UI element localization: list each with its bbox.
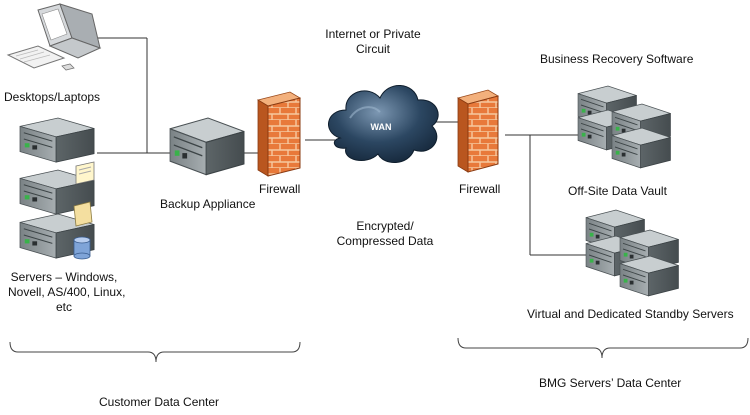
customer-servers-icon <box>19 117 95 260</box>
firewall-right-label: Firewall <box>459 182 501 196</box>
document-icon <box>75 161 95 185</box>
business-recovery-label: Business Recovery Software <box>540 52 694 66</box>
firewall-left-label: Firewall <box>259 182 301 196</box>
internet-label-line-2: Circuit <box>355 42 390 56</box>
desktop-icon <box>6 3 102 71</box>
offsite-vault-label: Off-Site Data Vault <box>568 184 667 198</box>
encrypted-label-line-2: Compressed Data <box>336 234 434 248</box>
encrypted-label: Encrypted/ Compressed Data <box>330 219 440 249</box>
internet-label: Internet or Private Circuit <box>318 27 428 57</box>
firewall-left-icon <box>256 91 302 177</box>
internet-label-line-1: Internet or Private <box>325 27 421 41</box>
servers-label-line-1: Servers – Windows, <box>10 270 118 284</box>
backup-appliance-icon <box>169 117 245 176</box>
desktops-label: Desktops/Laptops <box>4 90 101 104</box>
encrypted-label-line-1: Encrypted/ <box>356 219 414 233</box>
wan-cloud-icon <box>328 85 439 163</box>
bmg-dc-label: BMG Servers’ Data Center <box>539 376 682 390</box>
servers-label-line-3: etc <box>55 300 72 314</box>
folder-icon <box>73 201 93 227</box>
customer-dc-label: Customer Data Center <box>99 395 220 409</box>
firewall-right-icon <box>456 89 500 173</box>
standby-servers-label: Virtual and Dedicated Standby Servers <box>527 307 734 321</box>
bmg-brace <box>457 337 749 359</box>
standby-servers-icon <box>585 209 679 297</box>
servers-label-line-2: Novell, AS/400, Linux, <box>8 285 126 299</box>
backup-appliance-label: Backup Appliance <box>160 197 256 211</box>
database-icon <box>73 236 91 260</box>
servers-label: Servers – Windows, Novell, AS/400, Linux… <box>8 270 126 315</box>
offsite-vault-servers-icon <box>577 85 671 169</box>
wan-label: WAN <box>370 122 392 132</box>
customer-brace <box>9 341 301 363</box>
